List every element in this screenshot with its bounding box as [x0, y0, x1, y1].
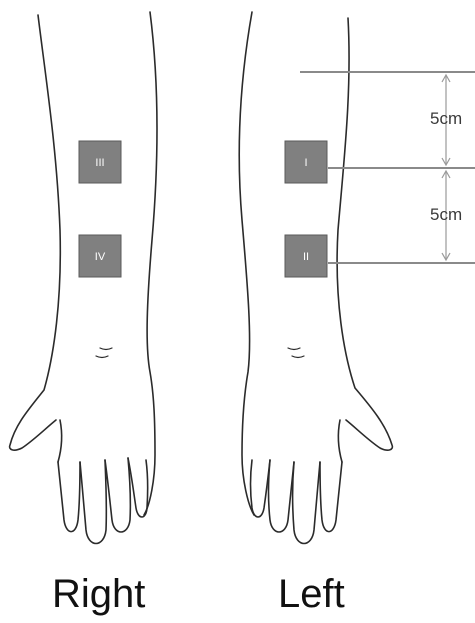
right-arm-finger-3 [105, 458, 130, 532]
site-label-III: III [95, 157, 104, 169]
site-label-IV: IV [95, 251, 106, 263]
left-arm-finger-1 [251, 460, 271, 517]
site-marker-III: III [79, 141, 121, 183]
right-arm-outline-right [144, 12, 157, 515]
left-arm-outline-left [239, 12, 254, 515]
site-label-II: II [303, 251, 309, 263]
left-arm-finger-3 [293, 462, 321, 544]
right-arm-outline-left [10, 15, 61, 450]
site-marker-II: II [285, 235, 327, 277]
measurement-label-lower: 5cm [430, 205, 462, 224]
right-arm-wrist-crease [100, 348, 112, 350]
right-arm-caption: Right [52, 574, 145, 614]
left-arm-finger-4 [320, 462, 342, 532]
site-marker-IV: IV [79, 235, 121, 277]
left-arm [239, 12, 392, 544]
measurement-label-upper: 5cm [430, 109, 462, 128]
left-arm-wrist-crease [288, 348, 300, 350]
site-marker-I: I [285, 141, 327, 183]
left-arm-caption: Left [278, 574, 345, 614]
site-label-I: I [304, 157, 307, 169]
left-arm-outline-right [337, 18, 392, 450]
left-arm-palm-crease [338, 420, 342, 462]
left-arm-finger-2 [269, 460, 295, 532]
right-arm-finger-2 [80, 460, 106, 544]
right-arm-palm-crease [58, 420, 62, 462]
right-arm-finger-1 [58, 462, 80, 532]
right-arm [10, 12, 157, 544]
